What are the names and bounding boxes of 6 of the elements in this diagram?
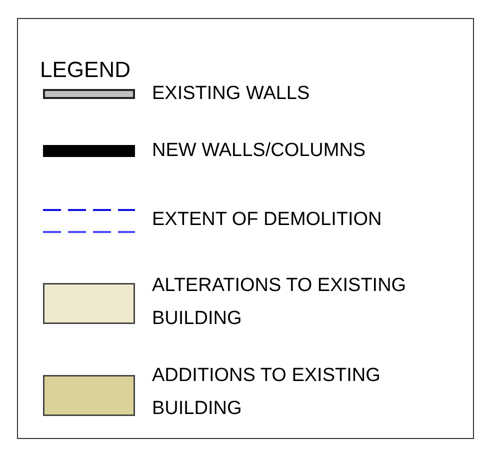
- legend-label: NEW WALLS/COLUMNS: [152, 139, 367, 163]
- legend-label: ALTERATIONS TO EXISTING BUILDING: [152, 274, 408, 331]
- legend-label: EXTENT OF DEMOLITION: [152, 208, 383, 232]
- legend-label: EXISTING WALLS: [152, 82, 311, 106]
- legend-label: ADDITIONS TO EXISTING BUILDING: [152, 364, 382, 421]
- legend-title: LEGEND: [40, 56, 130, 84]
